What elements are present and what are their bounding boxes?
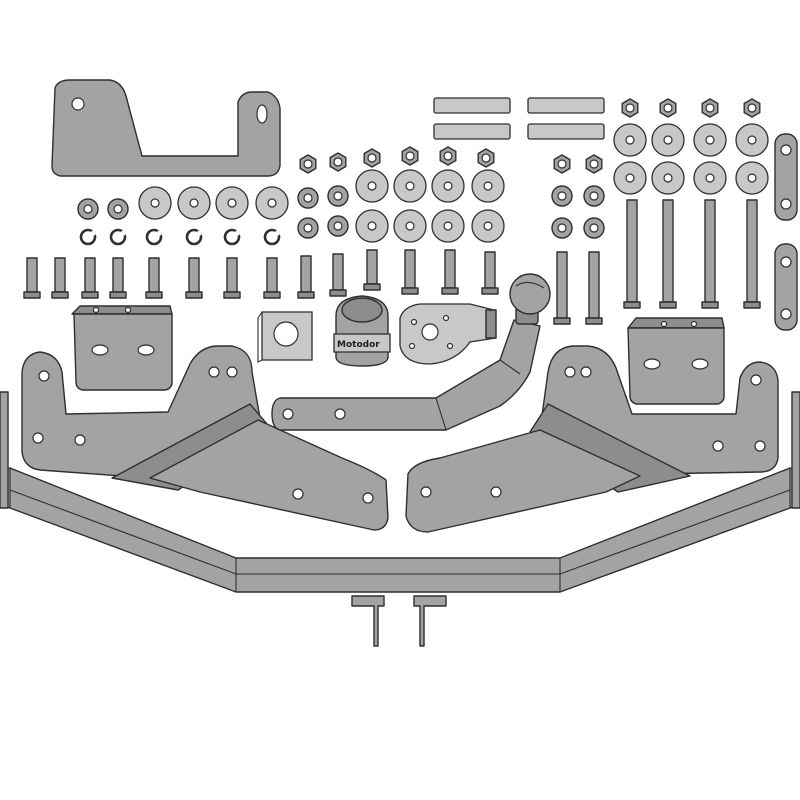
left-inner-gusset [111,403,389,531]
large-washer [138,186,172,220]
spring-washer [109,228,127,246]
large-washer [613,123,647,157]
bolt [585,251,603,325]
hex-nuts [299,98,761,174]
tow-ball-arm [271,273,551,431]
bolt [223,257,241,299]
main-cross-beam [0,391,800,593]
hex-nut [621,98,639,118]
spring-washer [185,228,203,246]
bolt [145,257,163,299]
left-angle-bracket [71,305,173,391]
bolt [441,249,459,295]
bolt [263,257,281,299]
large-washer [215,186,249,220]
side-strap-lower [774,243,798,331]
bolt [701,199,719,309]
tow-ball [509,273,551,315]
spring-washer [145,228,163,246]
small-washer [297,187,319,209]
right-angle-bracket [627,317,725,405]
hex-nut [477,148,495,168]
spacer-tubes [433,97,605,140]
spring-washer [223,228,241,246]
large-washer [651,123,685,157]
socket-mounting-bracket [257,311,313,363]
small-washer [327,185,349,207]
top-mounting-plate [51,79,281,177]
bolt [329,253,347,297]
hex-nut [329,152,347,172]
small-washer [583,185,605,207]
large-washer [393,169,427,203]
socket-brand-label: Motodor [337,340,380,350]
large-washer [693,161,727,195]
hex-nut [585,154,603,174]
hex-nut [363,148,381,168]
spring-washer [263,228,281,246]
right-inner-gusset [405,403,691,533]
large-washer [651,161,685,195]
bolt [743,199,761,309]
large-washer [393,209,427,243]
bolt [481,251,499,295]
small-washer [551,185,573,207]
large-washer [735,123,769,157]
bolt [297,255,315,299]
small-washer [551,217,573,239]
large-washer [355,169,389,203]
large-washer [613,161,647,195]
bolt [23,257,41,299]
large-washer [693,123,727,157]
bolt [109,257,127,299]
hex-nut [701,98,719,118]
washers [77,123,769,246]
hex-nut [299,154,317,174]
small-washer [77,198,99,220]
small-washer [583,217,605,239]
large-washer [735,161,769,195]
bolt [623,199,641,309]
large-washer [177,186,211,220]
large-washer [431,209,465,243]
hex-nut [743,98,761,118]
hex-nut [401,146,419,166]
socket-plate [399,303,497,365]
small-washer [327,215,349,237]
bolt [553,251,571,325]
small-washer [107,198,129,220]
spring-washer [79,228,97,246]
bolt [81,257,99,299]
bolt [185,257,203,299]
large-washer [471,209,505,243]
electrical-socket: Motodor [333,295,391,367]
side-strap-upper [774,133,798,221]
bolt [363,249,381,291]
large-washer [471,169,505,203]
bolts [23,199,761,325]
beam-mounting-lugs [351,595,447,647]
bolt [659,199,677,309]
hex-nut [439,146,457,166]
bolt [51,257,69,299]
large-washer [355,209,389,243]
bolt [401,249,419,295]
large-washer [255,186,289,220]
large-washer [431,169,465,203]
hex-nut [553,154,571,174]
small-washer [297,217,319,239]
hex-nut [659,98,677,118]
